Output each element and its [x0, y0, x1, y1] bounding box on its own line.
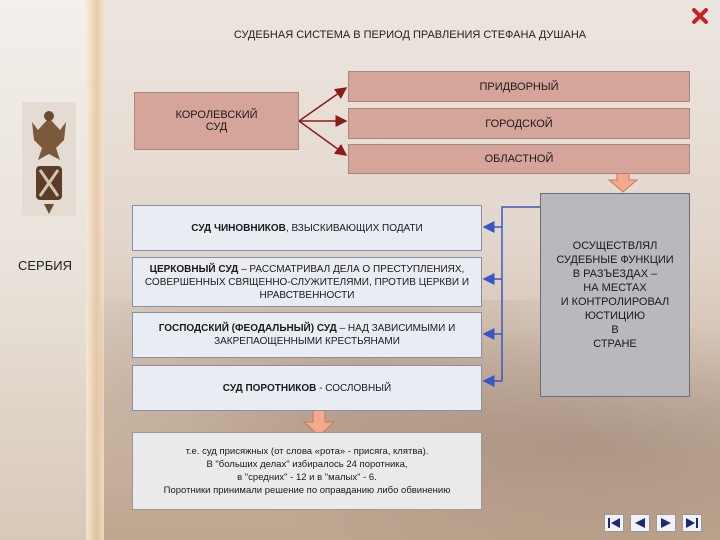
left-panel	[0, 0, 92, 540]
officials-court-box: СУД ЧИНОВНИКОВ, ВЗЫСКИВАЮЩИХ ПОДАТИ	[132, 205, 482, 251]
regional-court-box: ОБЛАСТНОЙ	[348, 144, 690, 174]
officials-court-title: СУД ЧИНОВНИКОВ	[191, 222, 286, 234]
regional-court-label: ОБЛАСТНОЙ	[484, 153, 554, 165]
side-note-box: ОСУЩЕСТВЛЯЛ СУДЕБНЫЕ ФУНКЦИИ В РАЗЪЕЗДАХ…	[540, 193, 690, 397]
first-slide-icon[interactable]	[604, 514, 624, 532]
side-note-text: ОСУЩЕСТВЛЯЛ СУДЕБНЫЕ ФУНКЦИИ В РАЗЪЕЗДАХ…	[556, 240, 674, 350]
church-court-box: ЦЕРКОВНЫЙ СУД – РАССМАТРИВАЛ ДЕЛА О ПРЕС…	[132, 257, 482, 307]
feudal-court-title: ГОСПОДСКИЙ (ФЕОДАЛЬНЫЙ) СУД	[158, 323, 337, 334]
feudal-court-box: ГОСПОДСКИЙ (ФЕОДАЛЬНЫЙ) СУД – НАД ЗАВИСИ…	[132, 312, 482, 358]
city-court-box: ГОРОДСКОЙ	[348, 108, 690, 139]
left-decor-band	[86, 0, 104, 540]
close-icon[interactable]	[690, 6, 710, 26]
porotniki-note-text: т.е. суд присяжных (от слова «рота» - пр…	[163, 446, 451, 496]
coat-of-arms-icon	[22, 102, 76, 216]
porotniki-court-box: СУД ПОРОТНИКОВ - СОСЛОВНЫЙ	[132, 365, 482, 411]
court-label: ПРИДВОРНЫЙ	[479, 80, 559, 93]
prev-slide-icon[interactable]	[630, 514, 650, 532]
last-slide-icon[interactable]	[682, 514, 702, 532]
court-box: ПРИДВОРНЫЙ	[348, 71, 690, 102]
page-title: СУДЕБНАЯ СИСТЕМА В ПЕРИОД ПРАВЛЕНИЯ СТЕФ…	[233, 29, 587, 41]
church-court-title: ЦЕРКОВНЫЙ СУД	[149, 263, 239, 275]
royal-court-box: КОРОЛЕВСКИЙ СУД	[134, 92, 299, 150]
next-slide-icon[interactable]	[656, 514, 676, 532]
serbia-label: СЕРБИЯ	[18, 258, 72, 273]
porotniki-note-box: т.е. суд присяжных (от слова «рота» - пр…	[132, 432, 482, 510]
porotniki-court-title: СУД ПОРОТНИКОВ	[222, 382, 317, 394]
slide-navigation	[604, 514, 702, 532]
porotniki-court-desc: - СОСЛОВНЫЙ	[316, 382, 392, 394]
feudal-court-desc: – НАД ЗАВИСИМЫМИ И ЗАКРЕПАОЩЕННЫМИ КРЕСТ…	[214, 323, 456, 347]
city-court-label: ГОРОДСКОЙ	[485, 117, 553, 130]
officials-court-desc: , ВЗЫСКИВАЮЩИХ ПОДАТИ	[285, 222, 423, 234]
royal-court-label: КОРОЛЕВСКИЙ СУД	[175, 109, 258, 133]
church-court-desc: – РАССМАТРИВАЛ ДЕЛА О ПРЕСТУПЛЕНИЯХ, СОВ…	[144, 263, 470, 301]
